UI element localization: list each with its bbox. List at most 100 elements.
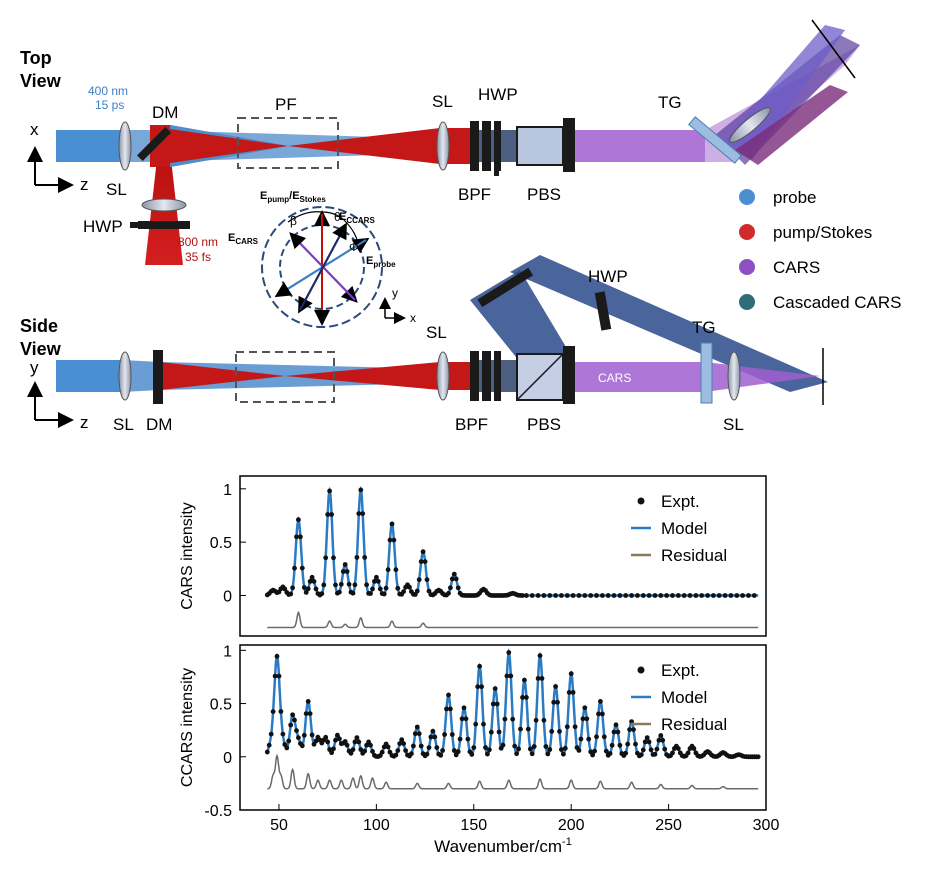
expt-point: [401, 589, 406, 594]
expt-point: [481, 586, 486, 592]
expt-point: [551, 699, 557, 705]
expt-point: [605, 593, 611, 598]
pol-e-ccars-sub: CCARS: [346, 216, 375, 225]
pol-e-pump: E: [260, 190, 267, 202]
expt-point: [572, 724, 578, 730]
expt-point: [409, 751, 414, 757]
x-tick-label: 200: [558, 817, 585, 834]
expt-point: [664, 752, 669, 757]
expt-point: [270, 709, 276, 714]
bpf-top-2: [482, 121, 491, 171]
probe-wavelength-label: 400 nm: [88, 84, 128, 98]
mirror-side: [477, 267, 534, 308]
expt-point: [543, 744, 549, 749]
expt-point: [438, 752, 444, 758]
top-view: Top View 400 nm 15 ps x z PF: [20, 19, 860, 265]
expt-point: [732, 753, 738, 759]
expt-point: [555, 699, 560, 705]
expt-point: [574, 745, 580, 750]
expt-point: [438, 588, 444, 594]
side-view: Side View y z SL DM SL BPF: [20, 255, 828, 434]
expt-point: [276, 589, 282, 595]
expt-point: [481, 721, 486, 727]
expt-point: [535, 676, 541, 681]
expt-point: [401, 741, 406, 746]
expt-point: [284, 590, 290, 595]
expt-point: [755, 754, 761, 760]
expt-point: [455, 749, 461, 755]
expt-point: [485, 751, 490, 757]
expt-point: [416, 731, 422, 737]
expt-point: [346, 581, 352, 587]
expt-point: [631, 727, 636, 732]
expt-point: [374, 574, 379, 580]
expt-point: [465, 736, 471, 742]
expt-point: [654, 746, 660, 752]
expt-point: [348, 589, 354, 595]
pol-y: y: [392, 286, 398, 300]
expt-point: [594, 593, 599, 598]
expt-point: [331, 555, 336, 561]
pol-e-stokes: E: [292, 190, 299, 202]
expt-point: [405, 752, 410, 758]
expt-point: [303, 590, 309, 595]
legend-model-label: Model: [661, 519, 707, 538]
expt-point: [650, 752, 656, 757]
expt-point: [714, 753, 720, 759]
expt-point: [325, 512, 331, 517]
expt-point: [266, 742, 272, 748]
cars-beam-label: CARS: [598, 371, 631, 385]
expt-point: [422, 559, 428, 564]
top-axis-z: z: [80, 175, 89, 194]
expt-point: [284, 745, 290, 751]
expt-point: [477, 590, 482, 596]
expt-point: [311, 579, 317, 584]
expt-point: [292, 565, 297, 571]
expt-point: [506, 592, 512, 598]
expt-point: [266, 591, 272, 596]
expt-point: [337, 589, 342, 595]
expt-point: [658, 733, 664, 738]
expt-point: [337, 736, 342, 742]
expt-point: [375, 579, 381, 584]
expt-point: [705, 593, 710, 598]
expt-point: [457, 736, 463, 742]
expt-point: [405, 582, 410, 588]
expt-point: [393, 567, 399, 573]
expt-point: [652, 751, 658, 757]
expt-point: [492, 686, 498, 691]
expt-point: [539, 676, 545, 681]
expt-point: [510, 590, 516, 596]
expt-point: [512, 743, 518, 749]
expt-point: [418, 743, 424, 749]
expt-point: [301, 732, 307, 738]
expt-point: [375, 754, 381, 759]
hwp-side: [494, 351, 501, 401]
x-tick-label: 50: [270, 817, 288, 834]
expt-point: [428, 734, 434, 740]
svg-text:ECARS: ECARS: [228, 232, 259, 246]
ccars-beam-diagonal: [510, 255, 828, 392]
bpf-side-2: [482, 351, 491, 401]
sl-label-1-top: SL: [106, 180, 127, 199]
expt-point: [323, 734, 329, 740]
expt-point: [701, 752, 707, 758]
expt-point: [722, 593, 728, 598]
expt-point: [642, 739, 648, 745]
expt-point: [309, 732, 315, 738]
legend-cars-marker: [739, 259, 755, 275]
expt-point: [611, 593, 617, 598]
legend-ccars-label: Cascaded CARS: [773, 293, 902, 312]
expt-point: [490, 701, 496, 707]
hwp-knob-pump: [130, 222, 138, 228]
pol-theta: θ: [334, 210, 341, 224]
expt-point: [461, 705, 467, 711]
expt-point: [274, 590, 280, 596]
expt-point: [440, 591, 445, 596]
legend-expt-label: Expt.: [661, 661, 700, 680]
beam-legend: probe pump/Stokes CARS Cascaded CARS: [739, 188, 902, 312]
expt-point: [666, 753, 671, 759]
top-axis-x: x: [30, 120, 39, 139]
detector-top: [811, 19, 856, 79]
